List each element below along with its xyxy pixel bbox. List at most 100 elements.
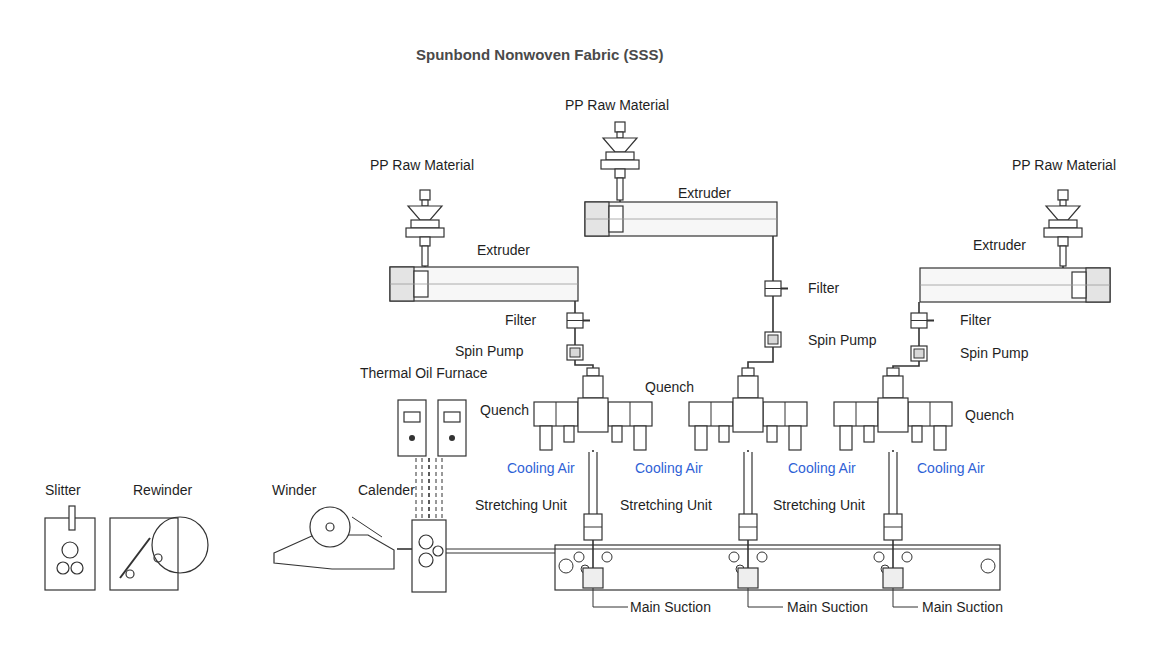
fabric-web-line: [446, 553, 555, 554]
part-outline: [567, 345, 583, 360]
part-outline: [422, 200, 428, 206]
winder-symbol: [272, 505, 397, 575]
extruder-symbol: [920, 268, 1110, 302]
part-outline: [310, 507, 350, 547]
equipment-node: Quench: [689, 398, 807, 450]
laydown-roller: [602, 552, 612, 562]
equipment-node: PP Raw Material: [1043, 190, 1083, 266]
pump-symbol: [765, 332, 781, 347]
component-label: Extruder: [678, 185, 731, 201]
part-outline: [120, 538, 150, 578]
component-label: Stretching Unit: [475, 497, 567, 513]
laydown-roller: [729, 552, 739, 562]
part-outline: [1044, 228, 1082, 237]
component-label: Spin Pump: [455, 343, 523, 359]
part-outline: [404, 412, 420, 422]
quench-symbol: [689, 398, 807, 450]
part-outline: [695, 426, 707, 450]
tube-symbol: [587, 452, 599, 540]
part-outline: [419, 553, 433, 567]
component-label: Calender: [358, 482, 415, 498]
conveyor-frame: [555, 545, 1000, 590]
part-outline: [412, 520, 446, 592]
leader-line: [748, 588, 783, 607]
pump-symbol: [567, 345, 583, 360]
pipe-connector: [574, 301, 576, 313]
component-label: Stretching Unit: [620, 497, 712, 513]
equipment-node: Winder: [272, 505, 397, 575]
filter-symbol: [911, 313, 927, 328]
diagram-title: Spunbond Nonwoven Fabric (SSS): [416, 47, 664, 63]
component-label: Extruder: [973, 237, 1026, 253]
part-outline: [62, 542, 78, 558]
part-outline: [408, 206, 442, 220]
component-label: Spin Pump: [960, 345, 1028, 361]
component-label: Quench: [645, 379, 694, 395]
pipe-connector: [747, 450, 749, 452]
part-outline: [630, 402, 631, 426]
part-outline: [634, 426, 646, 450]
rewinder-symbol: [110, 518, 178, 590]
part-outline: [617, 132, 623, 138]
airflow-label: Cooling Air: [788, 460, 856, 476]
equipment-node: Quench: [534, 398, 652, 450]
part-outline: [751, 452, 752, 514]
part-outline: [126, 570, 134, 578]
part-outline: [689, 402, 733, 426]
part-outline: [390, 267, 578, 301]
part-outline: [420, 237, 430, 246]
part-outline: [612, 426, 622, 442]
part-outline: [69, 506, 75, 530]
part-outline: [785, 402, 786, 426]
part-outline: [911, 320, 927, 321]
oil-line: [442, 458, 443, 520]
pipe-connector: [918, 302, 920, 313]
component-label: Filter: [505, 312, 536, 328]
tube-symbol: [887, 452, 899, 540]
part-outline: [768, 335, 778, 344]
part-outline: [603, 138, 637, 152]
part-outline: [154, 554, 162, 562]
part-outline: [1046, 206, 1080, 220]
part-outline: [738, 568, 758, 588]
component-label: Slitter: [45, 482, 81, 498]
equipment-node: Extruder: [390, 267, 578, 301]
equipment-node: Main Suction: [583, 568, 603, 588]
equipment-node: PP Raw Material: [600, 122, 640, 200]
part-outline: [1058, 237, 1068, 246]
pipe-connector: [747, 540, 749, 568]
part-outline: [911, 313, 927, 328]
part-outline: [781, 288, 788, 290]
part-outline: [588, 452, 589, 514]
component-label: Stretching Unit: [773, 497, 865, 513]
part-outline: [411, 220, 439, 228]
equipment-node: Quench: [834, 398, 952, 450]
part-outline: [1060, 200, 1066, 206]
part-outline: [883, 568, 903, 588]
extruder-symbol: [585, 202, 777, 236]
component-label: PP Raw Material: [1012, 157, 1116, 173]
hopper-symbol: [1043, 190, 1083, 266]
part-outline: [390, 284, 578, 285]
part-outline: [896, 452, 897, 514]
equipment-node: Extruder: [920, 268, 1110, 302]
part-outline: [878, 398, 908, 432]
equipment-node: PP Raw Material: [405, 190, 445, 266]
component-label: Rewinder: [133, 482, 192, 498]
part-outline: [352, 517, 382, 537]
equipment-node: Stretching Unit: [887, 452, 899, 540]
quench-symbol: [534, 398, 652, 450]
oil-line: [436, 458, 437, 520]
extruder-symbol: [390, 267, 578, 301]
pipe-connector: [772, 296, 774, 332]
part-outline: [911, 346, 927, 361]
part-outline: [789, 426, 801, 450]
spin-beam-cap: [742, 368, 754, 376]
suction-symbol: [883, 568, 903, 588]
part-outline: [914, 349, 924, 358]
part-outline: [1058, 190, 1068, 200]
pipe-connector: [892, 450, 894, 452]
part-outline: [884, 527, 902, 528]
component-label: Thermal Oil Furnace: [360, 365, 488, 381]
